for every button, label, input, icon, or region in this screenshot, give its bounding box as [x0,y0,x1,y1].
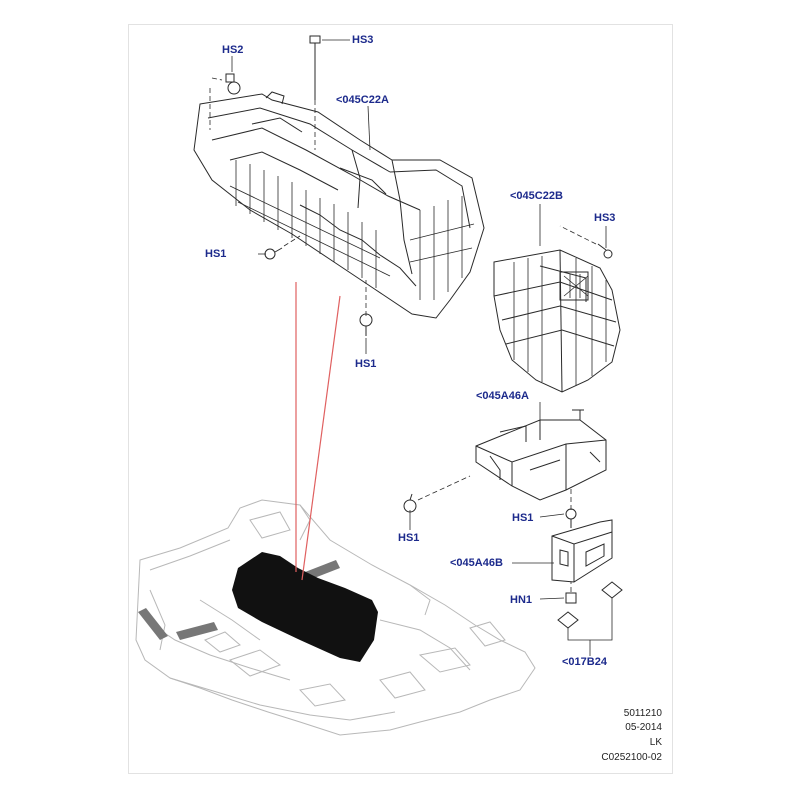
bolt-hs1-left-icon [264,247,283,260]
screw-hs3-right-icon [597,243,613,259]
callout-045c22a: <045C22A [336,94,389,106]
callout-045a46a: <045A46A [476,390,529,402]
callout-hs1-clip: HS1 [512,512,534,524]
bolt-hs1-mid-icon [359,313,373,336]
callout-hs1-low: HS1 [398,532,420,544]
red-leader-lines [295,282,341,581]
callout-017b24: <017B24 [562,656,607,668]
highlighted-component [232,552,378,662]
leader-lines [231,39,613,656]
callout-hs3-top: HS3 [352,34,374,46]
diagram-panel [128,24,673,774]
rear-console-box [493,249,621,393]
console-main-frame [193,91,485,319]
support-bracket [475,409,607,501]
footer-illustration-id: C0252100-02 [601,752,662,763]
callout-hs2: HS2 [222,44,244,56]
mounting-plate [551,519,613,583]
dashed-alignment-lines [209,77,597,592]
callout-045c22b: <045C22B [510,190,563,202]
console-main-frame-ribs [229,160,475,300]
callout-hn1: HN1 [510,594,533,606]
footer-ref-number: 5011210 [623,708,662,719]
nut-hn1-icon [565,592,577,604]
rear-console-box-ribs [513,256,607,386]
screw-hs3-top-icon [309,35,321,100]
label-squares [557,581,623,629]
bolt-hs1-low-icon [403,493,417,513]
callout-hs3-right: HS3 [594,212,616,224]
clip-hs1-icon [565,508,577,528]
fasteners [225,35,613,604]
footer-date: 05-2014 [625,722,662,733]
floor-pan-illustration [135,499,536,736]
callout-045a46b: <045A46B [450,557,503,569]
footer-model-code: LK [649,737,662,748]
callout-hs1-mid: HS1 [355,358,377,370]
bolt-hs2-icon [225,73,241,95]
callout-hs1-left: HS1 [205,248,227,260]
